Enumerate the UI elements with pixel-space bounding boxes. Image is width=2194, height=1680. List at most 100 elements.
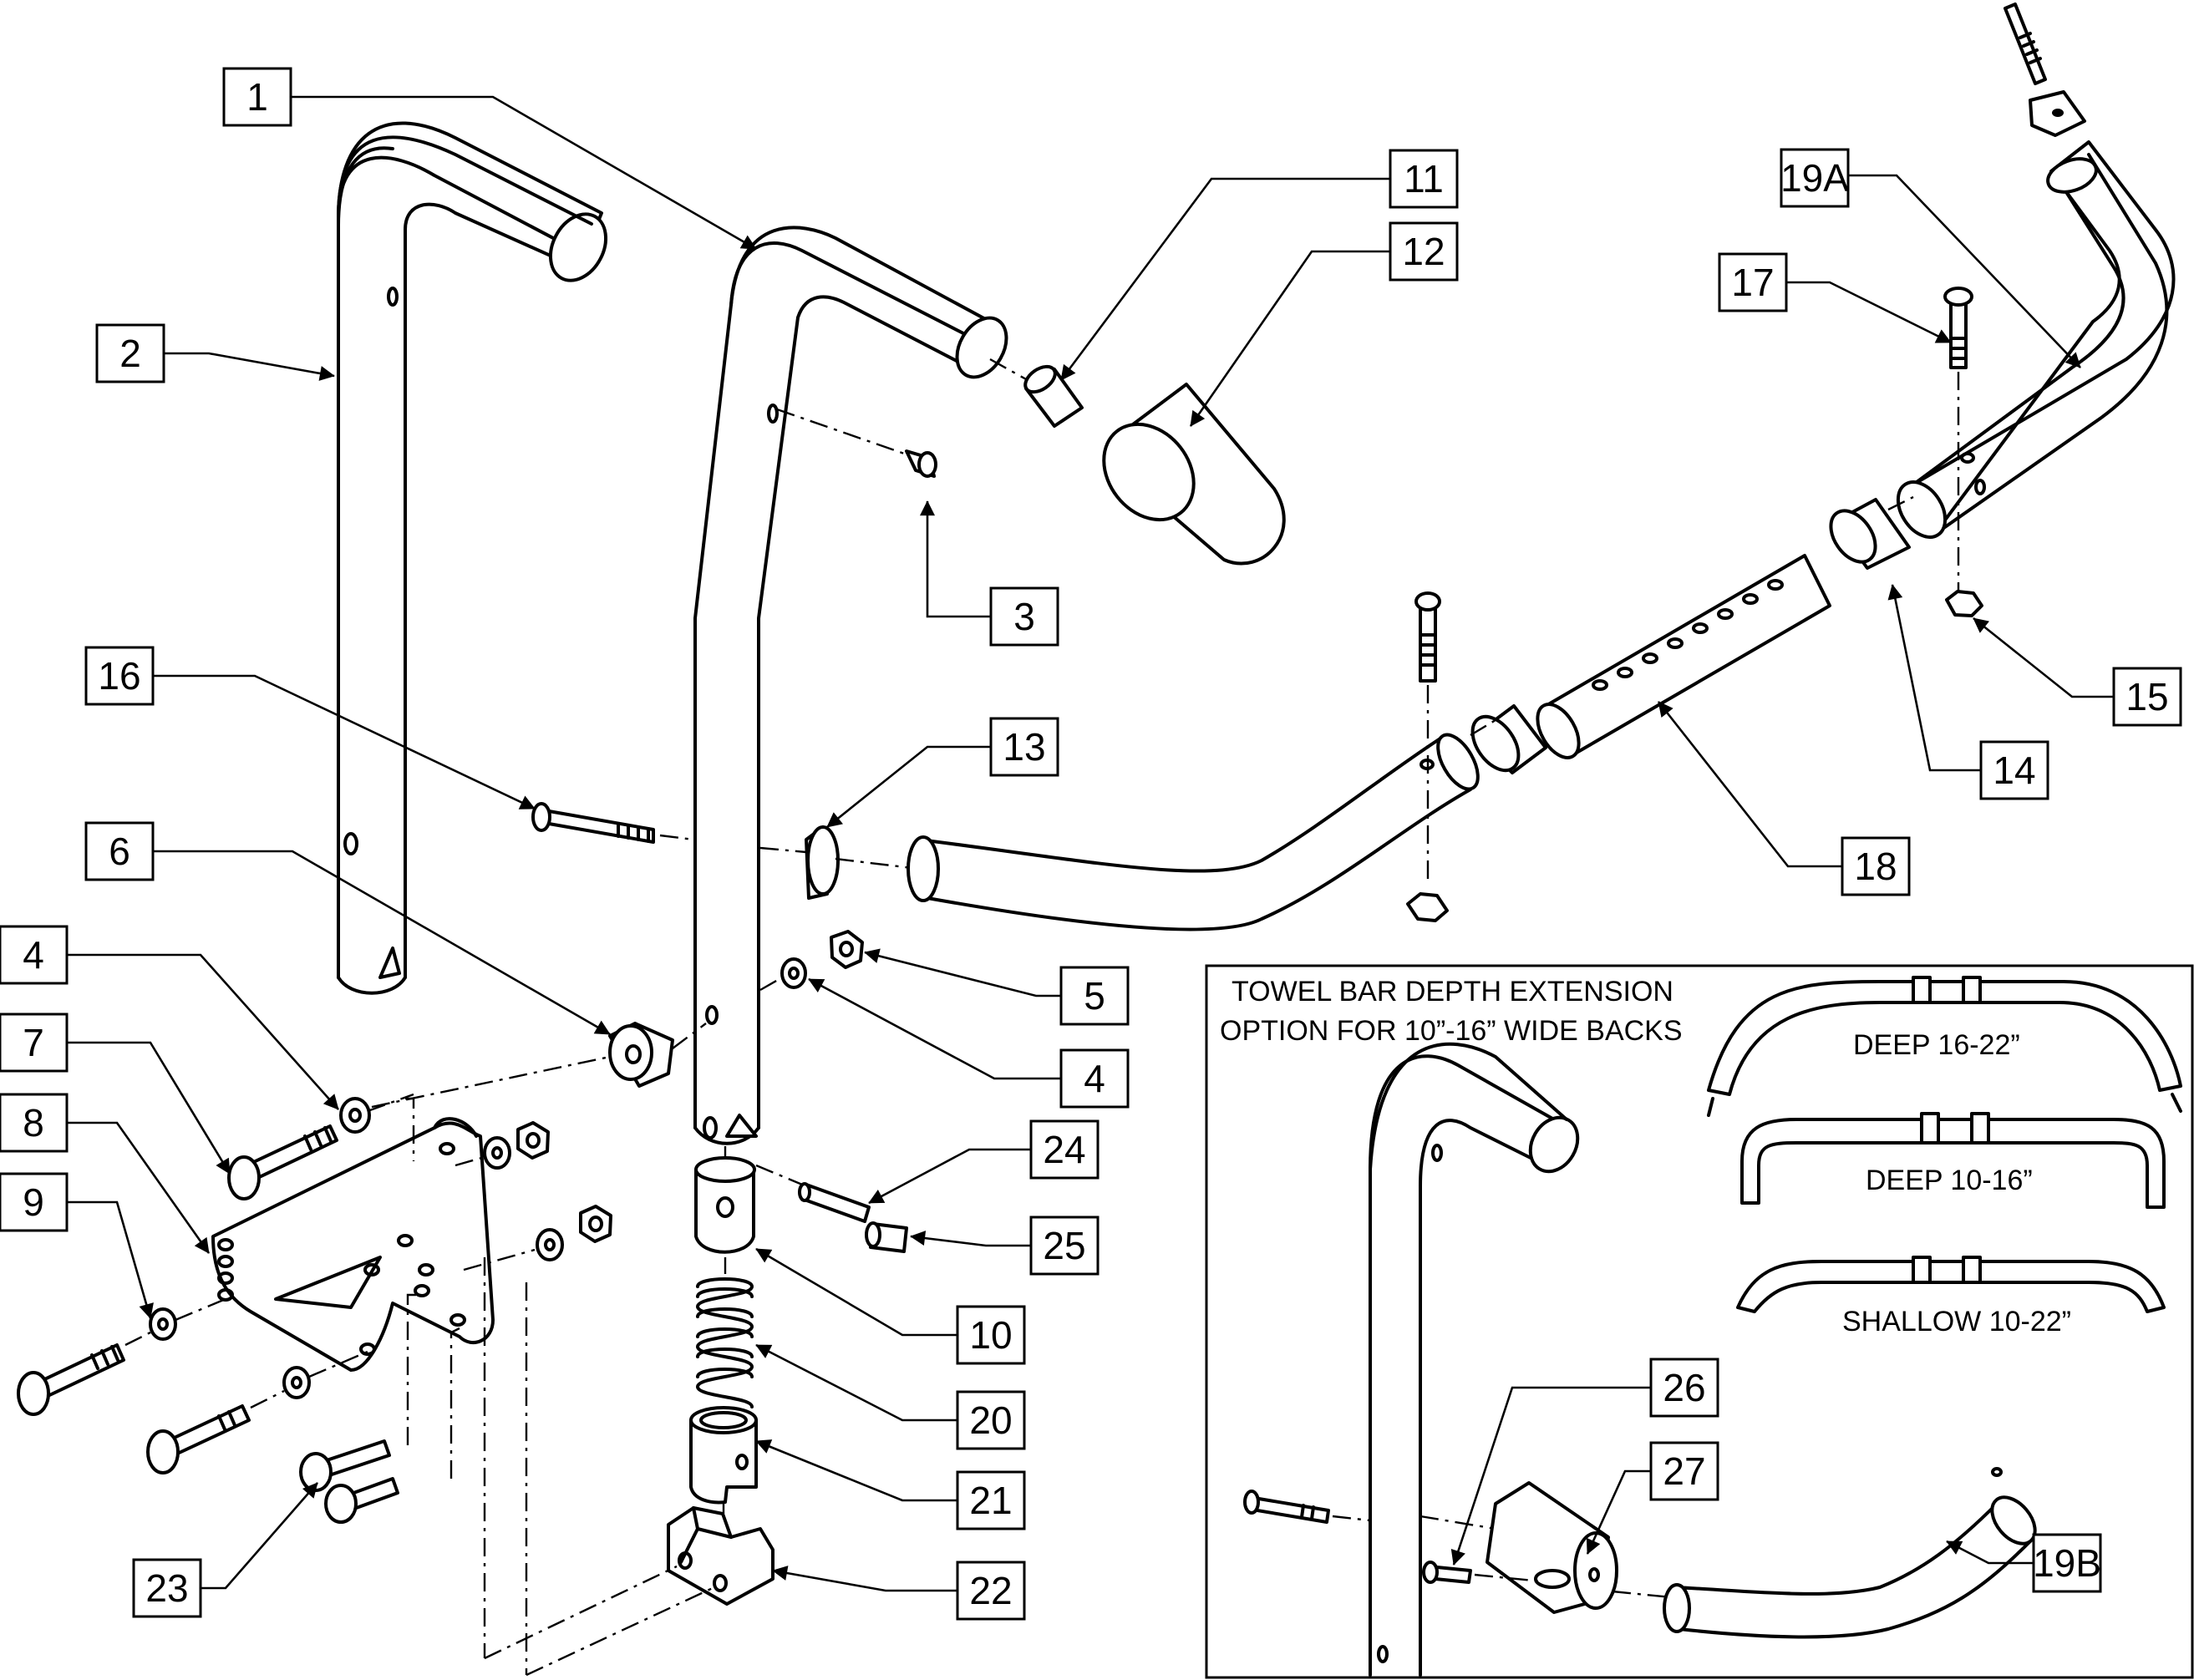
part-bolt-23b [324,1477,399,1524]
part-washer-plate-1 [483,1136,511,1170]
callout-box [1029,1216,1100,1276]
part-labels: 123445678910111213141516171819A19B202122… [0,67,2182,1621]
callout-box [1780,148,1850,208]
callout-number: 20 [969,1398,1012,1442]
callout-12: 12 [1389,221,1459,282]
variant-deep-16-22 [1707,976,2182,1117]
part-cap-25 [865,1221,908,1253]
leader-18 [1657,701,1842,868]
part-spacer-13 [805,825,840,900]
callout-20: 20 [956,1390,1026,1450]
leader-2 [164,352,335,381]
callout-14: 14 [1979,740,2049,800]
callout-box [1841,836,1911,896]
leader-22 [772,1566,957,1592]
part-end-knob [2029,90,2086,137]
callout-13: 13 [989,717,1059,777]
leader-21 [755,1439,957,1502]
part-main-tube-1 [693,226,1008,1145]
part-bolt-left-lower [17,1343,125,1416]
leader-4b [808,977,1061,1080]
part-bolt-23a [299,1439,391,1492]
callout-box [0,1093,69,1153]
callout-number: 27 [1663,1449,1705,1493]
leader-19b [1946,1540,2034,1565]
callout-3: 3 [989,586,1059,647]
callout-number: 10 [969,1313,1012,1357]
callout-box [1649,1441,1719,1501]
part-nut-lower [1406,892,1449,922]
callout-number: 19B [2033,1541,2101,1585]
callout-7: 7 [0,1013,69,1073]
leader-8 [67,1121,211,1254]
variant-label-shallow-10-22: SHALLOW 10-22” [1842,1306,2071,1337]
callout-number: 19A [1780,156,1849,200]
callout-16: 16 [84,646,155,706]
part-washer-4-left [339,1097,371,1134]
part-clip-14 [1829,498,1911,570]
part-nut-15 [1945,590,1983,617]
part-towel-bar-lower [907,733,1480,931]
callout-6: 6 [84,821,155,881]
callout-18: 18 [1841,836,1911,896]
leader-7 [67,1041,231,1175]
leader-5 [864,948,1061,997]
part-washer-plate-2 [536,1228,564,1261]
part-adjust-tube-18 [1536,554,1831,759]
callout-box [0,925,69,985]
leader-15 [1973,617,2114,698]
callout-4: 4 [1059,1048,1130,1109]
callout-box [95,323,165,383]
callout-number: 21 [969,1479,1012,1522]
callout-22: 22 [956,1561,1026,1621]
callout-box [0,1172,69,1232]
callout-box [1718,252,1788,312]
callout-24: 24 [1029,1119,1100,1180]
callout-11: 11 [1389,149,1459,209]
callout-number: 6 [109,830,130,873]
leader-lines [67,95,2114,1592]
leader-4a [67,953,339,1110]
variant-deep-10-16 [1740,1112,2166,1209]
callout-box [1389,221,1459,282]
callout-number: 5 [1084,974,1105,1018]
callout-box [989,717,1059,777]
part-nut-5 [830,930,864,969]
callout-number: 7 [23,1021,44,1064]
leader-13 [826,745,991,829]
callout-box [222,67,292,127]
part-washer-mid [282,1366,311,1399]
callout-box [956,1470,1026,1530]
leader-3 [920,500,991,618]
callout-25: 25 [1029,1216,1100,1276]
leader-27 [1586,1469,1651,1555]
callout-19A: 19A [1780,148,1850,208]
callout-number: 15 [2125,675,2168,718]
leader-19a [1848,174,2081,368]
callout-number: 26 [1663,1366,1705,1409]
callout-box [1979,740,2049,800]
callout-number: 17 [1731,261,1774,304]
callout-box [989,586,1059,647]
part-clamp-22 [667,1506,775,1606]
part-screw-3 [905,449,937,478]
leader-20 [755,1343,957,1422]
callout-number: 14 [1993,749,2035,792]
leader-6 [153,850,611,1036]
variant-label-deep-10-16: DEEP 10-16” [1866,1165,2033,1196]
callout-box [84,646,155,706]
part-nut-plate-2 [579,1205,612,1243]
callout-number: 13 [1003,725,1045,769]
part-bolt-upper [1414,591,1441,683]
callout-number: 4 [1084,1057,1105,1100]
callout-box [1389,149,1459,209]
inset-screw-26 [1422,1561,1472,1584]
part-sleeve-21 [689,1406,758,1505]
callout-17: 17 [1718,252,1788,312]
callout-number: 4 [23,933,44,977]
inset-bolt [1243,1490,1330,1524]
inset-title-line2: OPTION FOR 10”-16” WIDE BACKS [1220,1015,1683,1047]
leader-26 [1450,1386,1651,1566]
callout-number: 24 [1043,1128,1085,1171]
